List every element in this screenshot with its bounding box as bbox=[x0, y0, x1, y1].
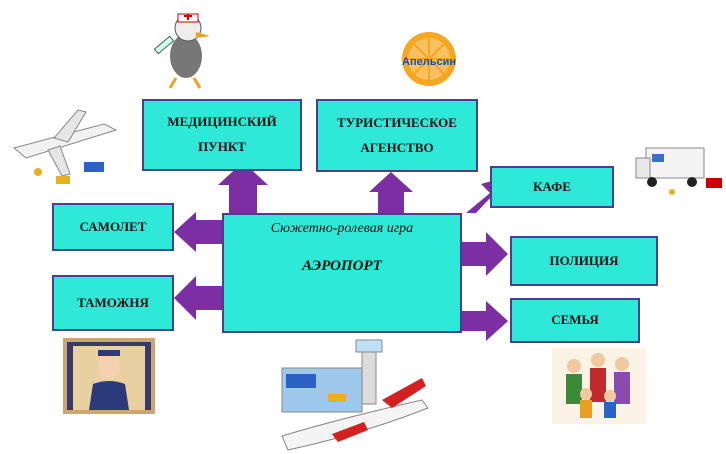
node-travel-line2: АГЕНСТВО bbox=[360, 139, 434, 155]
node-police-label: ПОЛИЦИЯ bbox=[549, 252, 619, 268]
central-title: АЭРОПОРТ bbox=[302, 257, 382, 274]
node-family: СЕМЬЯ bbox=[510, 298, 640, 343]
node-family-label: СЕМЬЯ bbox=[551, 312, 599, 328]
arrow-to-medical bbox=[218, 162, 268, 213]
arrow-to-plane bbox=[174, 212, 222, 252]
node-medical-line1: МЕДИЦИНСКИЙ bbox=[167, 114, 277, 130]
node-cafe-label: КАФЕ bbox=[533, 178, 571, 194]
orange-logo-image: Апельсин bbox=[402, 32, 456, 86]
central-subtitle: Сюжетно-ролевая игра bbox=[270, 221, 414, 236]
central-node: Сюжетно-ролевая игра АЭРОПОРТ bbox=[222, 213, 462, 333]
lego-plane-image bbox=[12, 109, 118, 184]
node-customs: ТАМОЖНЯ bbox=[52, 275, 174, 331]
node-medical: МЕДИЦИНСКИЙ ПУНКТ bbox=[142, 99, 302, 171]
arrow-to-police bbox=[462, 232, 508, 276]
node-medical-line2: ПУНКТ bbox=[198, 139, 246, 154]
node-police: ПОЛИЦИЯ bbox=[510, 236, 658, 286]
node-cafe: КАФЕ bbox=[490, 166, 614, 208]
lego-airport-image bbox=[281, 339, 429, 451]
arrow-to-customs bbox=[174, 276, 222, 320]
node-customs-label: ТАМОЖНЯ bbox=[77, 294, 149, 310]
node-travel-line1: ТУРИСТИЧЕСКОЕ bbox=[337, 114, 457, 130]
family-image bbox=[552, 348, 646, 424]
lego-truck-image bbox=[635, 147, 722, 195]
node-travel: ТУРИСТИЧЕСКОЕ АГЕНСТВО bbox=[316, 99, 478, 172]
node-plane-label: САМОЛЕТ bbox=[79, 218, 147, 234]
nurse-bird-image bbox=[153, 13, 210, 89]
orange-logo-text: Апельсин bbox=[402, 56, 456, 68]
arrow-to-family bbox=[462, 301, 508, 341]
arrow-to-travel bbox=[369, 172, 413, 213]
node-plane: САМОЛЕТ bbox=[52, 203, 174, 251]
customs-officer-image bbox=[63, 338, 155, 414]
